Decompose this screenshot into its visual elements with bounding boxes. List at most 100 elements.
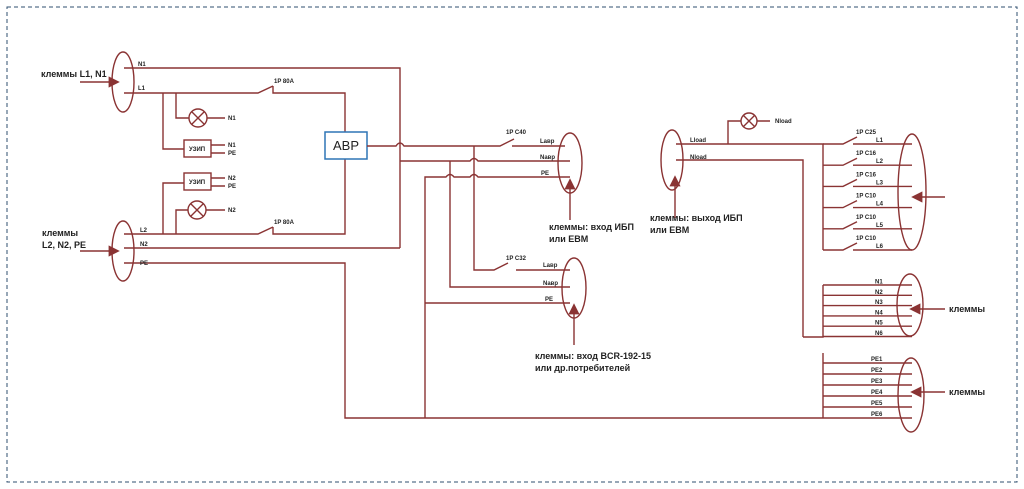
- n-terminal: клеммы: [896, 273, 985, 337]
- input2-label-line2: L2, N2, PE: [42, 240, 86, 250]
- output-breaker-label: 1P C10: [856, 215, 877, 221]
- wire-label: PE: [541, 171, 549, 177]
- neutral-line-label: N2: [875, 290, 883, 296]
- output-breaker-label: 1P C25: [856, 130, 877, 136]
- earth-line-label: PE5: [871, 401, 883, 407]
- abp-label: АВР: [333, 138, 359, 153]
- neutral-line-label: N5: [875, 321, 883, 327]
- spd1-wire: [162, 93, 184, 150]
- wire-label: Lавр: [540, 139, 555, 145]
- spd1-box: [183, 139, 212, 158]
- output-breaker-wire: [823, 178, 912, 188]
- lamp3-out-label: Nload: [775, 119, 792, 125]
- lamp3-icon: [740, 112, 758, 130]
- earth-line-label: PE6: [871, 412, 883, 418]
- ups-out-label-line2: или EBM: [650, 225, 689, 235]
- spd1-out1: N1: [228, 143, 236, 149]
- spd1-out2: PE: [228, 151, 236, 157]
- bcr-in-terminal: клеммы: вход BCR-192-15 или др.потребите…: [535, 257, 651, 373]
- wire-label: Lload: [690, 138, 706, 144]
- neutral-line-label: N6: [875, 331, 883, 337]
- output-breaker-wire: [823, 136, 912, 145]
- bcr-in-breaker-label: 1P C32: [506, 256, 527, 262]
- spd2-outputs: [211, 177, 225, 187]
- l1-wire: [124, 85, 346, 132]
- spd2-label: УЗИП: [189, 180, 205, 186]
- breaker1-label: 1P 80A: [274, 79, 295, 85]
- spd2-wire: [162, 182, 184, 234]
- l-terminal: [897, 133, 945, 251]
- wire-label: L2: [140, 228, 148, 234]
- pe-wire: [124, 262, 823, 419]
- bcr-in-label-line1: клеммы: вход BCR-192-15: [535, 351, 651, 361]
- lamp1-wire: [175, 93, 225, 119]
- earth-line-label: PE1: [871, 357, 883, 363]
- ups-out-terminal: клеммы: выход ИБП или EBM Lload Nload: [650, 129, 743, 235]
- wire-label: L1: [138, 86, 146, 92]
- earth-label: клеммы: [949, 387, 985, 397]
- breaker2-label: 1P 80A: [274, 220, 295, 226]
- wire-label: N2: [140, 242, 148, 248]
- spd1-label: УЗИП: [189, 147, 205, 153]
- output-line-label: L2: [876, 159, 884, 165]
- earth-line-label: PE2: [871, 368, 883, 374]
- wire-label: PE: [140, 261, 148, 267]
- bcr-in-label-line2: или др.потребителей: [535, 363, 630, 373]
- wire-label: Lавр: [543, 263, 558, 269]
- spd2-box: [183, 172, 212, 191]
- ups-in-label-line2: или EBM: [549, 234, 588, 244]
- lamp2-wire: [175, 209, 225, 234]
- output-breaker-wire: [823, 221, 912, 230]
- output-breaker-label: 1P C16: [856, 172, 877, 178]
- output-line-label: L1: [876, 138, 884, 144]
- wire-label: Nload: [690, 155, 707, 161]
- output-breaker-wire: [823, 157, 912, 166]
- output-breaker-label: 1P C10: [856, 194, 877, 200]
- input1-terminal: клеммы L1, N1 N1 L1: [41, 51, 146, 113]
- ups-in-breaker-label: 1P C40: [506, 130, 527, 136]
- wire-label: PE: [545, 297, 553, 303]
- n1-wire: [124, 67, 401, 248]
- ups-out-label-line1: клеммы: выход ИБП: [650, 213, 743, 223]
- output-line-label: L4: [876, 202, 884, 208]
- neutral-line-label: N4: [875, 310, 883, 316]
- lamp3-wire: [727, 120, 770, 144]
- lamp1-out-label: N1: [228, 116, 236, 122]
- l-bcr-wire: [473, 146, 570, 271]
- output-breaker-label: 1P C16: [856, 151, 877, 157]
- neutral-line-label: N1: [875, 280, 883, 286]
- ups-in-terminal: клеммы: вход ИБП или EBM: [549, 132, 634, 244]
- l-abp-wire: [367, 138, 565, 147]
- wire-label: Nавр: [543, 281, 558, 287]
- input2-terminal: клеммы L2, N2, PE L2 N2 PE: [42, 220, 148, 282]
- spd2-out1: N2: [228, 176, 236, 182]
- lamp1-icon: [188, 108, 208, 128]
- lamp2-out-label: N2: [228, 208, 236, 214]
- output-breaker-wire: [823, 242, 912, 251]
- frame-border: [6, 6, 1018, 483]
- pe-abp-wire: [424, 173, 570, 418]
- spd1-outputs: [211, 144, 225, 154]
- output-breaker-wire: [823, 199, 912, 209]
- ups-in-label-line1: клеммы: вход ИБП: [549, 222, 634, 232]
- output-line-label: L5: [876, 223, 884, 229]
- pe-terminal: клеммы: [897, 357, 985, 433]
- wire-label: Nавр: [540, 155, 555, 161]
- output-breaker-label: 1P C10: [856, 236, 877, 242]
- input2-label-line1: клеммы: [42, 228, 78, 238]
- output-line-label: L3: [876, 180, 884, 186]
- n-bcr-wire: [449, 161, 570, 288]
- nload-wire: [676, 159, 804, 337]
- spd2-out2: PE: [228, 184, 236, 190]
- earth-line-label: PE3: [871, 379, 883, 385]
- wire-label: N1: [138, 62, 146, 68]
- lamp2-icon: [187, 200, 207, 220]
- neutral-line-label: N3: [875, 300, 883, 306]
- input1-label: клеммы L1, N1: [41, 69, 107, 79]
- earth-line-label: PE4: [871, 390, 883, 396]
- n-bus: [803, 285, 824, 338]
- output-line-label: L6: [876, 244, 884, 250]
- neutral-label: клеммы: [949, 304, 985, 314]
